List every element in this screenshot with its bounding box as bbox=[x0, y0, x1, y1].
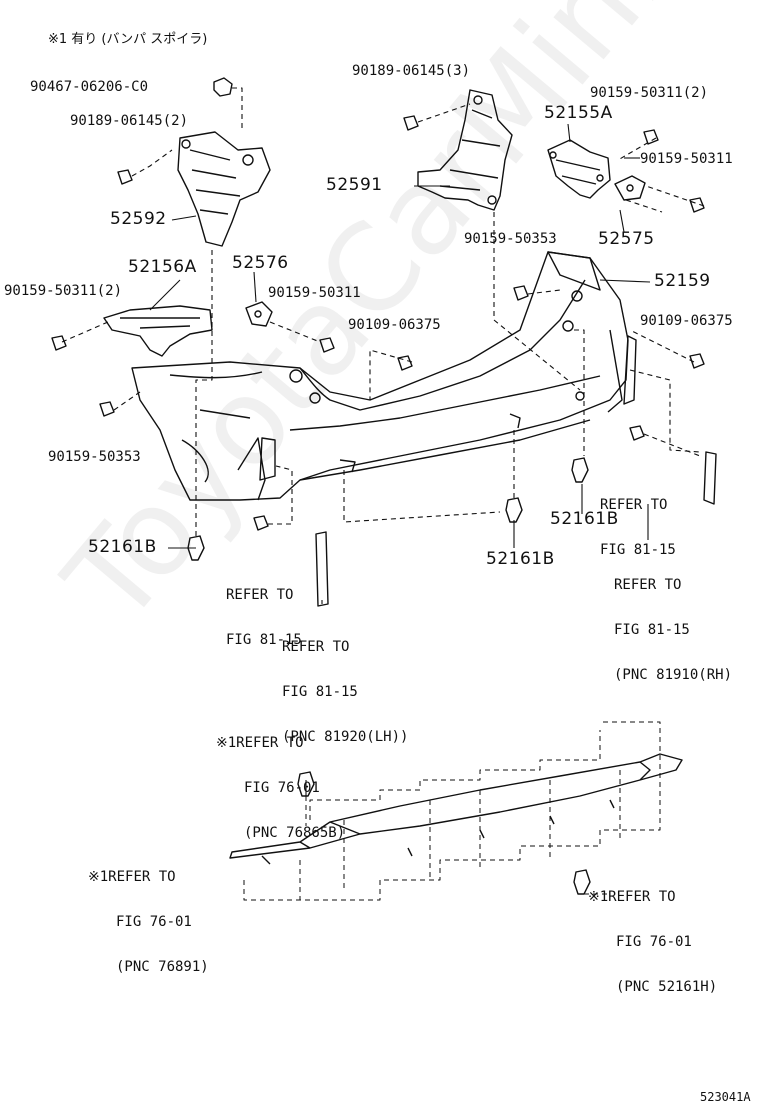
clip-52575 bbox=[614, 175, 646, 201]
ref-line: FIG 76-01 bbox=[244, 780, 320, 796]
ref-line: FIG 81-15 bbox=[600, 542, 676, 558]
ref-line: (PNC 81910(RH) bbox=[614, 667, 733, 683]
ref-line: REFER TO bbox=[600, 497, 668, 513]
refer-pnc-81920-lh[interactable]: REFER TO FIG 81-15 (PNC 81920(LH)) bbox=[282, 610, 408, 760]
label-52161B-mid[interactable]: 52161B bbox=[486, 549, 555, 569]
ref-line: REFER TO bbox=[282, 639, 350, 655]
bracket-52155A bbox=[547, 139, 611, 199]
label-52155A[interactable]: 52155A bbox=[544, 103, 613, 123]
label-52592[interactable]: 52592 bbox=[110, 209, 167, 229]
ref-line: (PNC 52161H) bbox=[616, 979, 718, 995]
label-52161B-left[interactable]: 52161B bbox=[88, 537, 157, 557]
ref-line: ※1REFER TO bbox=[88, 869, 176, 885]
label-52575[interactable]: 52575 bbox=[598, 229, 655, 249]
bracket-52592 bbox=[177, 131, 271, 247]
ref-line: (PNC 76891) bbox=[116, 959, 209, 975]
ref-line: FIG 81-15 bbox=[614, 622, 690, 638]
reflector-left bbox=[315, 531, 329, 607]
bumper-spoiler bbox=[229, 753, 683, 865]
label-90467-06206-C0[interactable]: 90467-06206-C0 bbox=[30, 79, 149, 95]
label-90159-50311-right[interactable]: 90159-50311 bbox=[640, 151, 733, 167]
leader-lines bbox=[61, 87, 705, 536]
ref-line: ※1REFER TO bbox=[588, 889, 676, 905]
reflector-right bbox=[703, 451, 717, 505]
label-90159-50353-left[interactable]: 90159-50353 bbox=[48, 449, 141, 465]
ref-line: REFER TO bbox=[226, 587, 294, 603]
label-52591[interactable]: 52591 bbox=[326, 175, 383, 195]
refer-pnc-76891[interactable]: ※1REFER TO FIG 76-01 (PNC 76891) bbox=[88, 840, 209, 990]
ref-line: (PNC 81920(LH)) bbox=[282, 729, 409, 745]
ref-line: FIG 81-15 bbox=[226, 632, 302, 648]
label-52159[interactable]: 52159 bbox=[654, 271, 711, 291]
bracket-52591 bbox=[417, 89, 513, 211]
label-90189-06145-3[interactable]: 90189-06145(3) bbox=[352, 63, 471, 79]
ref-line: REFER TO bbox=[614, 577, 682, 593]
ref-line: (PNC 76865B) bbox=[244, 825, 346, 841]
spoiler-phantom bbox=[243, 721, 661, 901]
label-leaders bbox=[149, 123, 651, 796]
label-90159-50353-top[interactable]: 90159-50353 bbox=[464, 231, 557, 247]
refer-fig-81-15-a[interactable]: REFER TO FIG 81-15 bbox=[226, 558, 302, 663]
refer-pnc-81910-rh[interactable]: REFER TO FIG 81-15 (PNC 81910(RH) bbox=[614, 548, 732, 698]
diagram-id: 523041A bbox=[700, 1090, 751, 1104]
note-top: ※1 有り (バンパ スポイラ) bbox=[48, 32, 208, 47]
label-90109-06375-right[interactable]: 90109-06375 bbox=[640, 313, 733, 329]
label-90159-50311-2-left[interactable]: 90159-50311(2) bbox=[4, 283, 123, 299]
ref-line: FIG 81-15 bbox=[282, 684, 358, 700]
clip-52576 bbox=[245, 301, 273, 327]
label-52576[interactable]: 52576 bbox=[232, 253, 289, 273]
label-52161B-right[interactable]: 52161B bbox=[550, 509, 619, 529]
ref-line: FIG 76-01 bbox=[116, 914, 192, 930]
refer-fig-81-15-b[interactable]: REFER TO FIG 81-15 bbox=[600, 468, 676, 573]
bracket-52156A bbox=[103, 305, 213, 357]
rear-bumper-cover bbox=[131, 251, 637, 501]
refer-pnc-76865B[interactable]: ※1REFER TO FIG 76-01 (PNC 76865B) bbox=[216, 706, 345, 856]
ref-line: FIG 76-01 bbox=[616, 934, 692, 950]
label-52156A[interactable]: 52156A bbox=[128, 257, 197, 277]
refer-pnc-52161H[interactable]: ※1REFER TO FIG 76-01 (PNC 52161H) bbox=[588, 860, 717, 1010]
label-90109-06375-mid[interactable]: 90109-06375 bbox=[348, 317, 441, 333]
label-90159-50311-mid[interactable]: 90159-50311 bbox=[268, 285, 361, 301]
label-90189-06145-2[interactable]: 90189-06145(2) bbox=[70, 113, 189, 129]
label-90159-50311-2-top[interactable]: 90159-50311(2) bbox=[590, 85, 709, 101]
ref-line: ※1REFER TO bbox=[216, 735, 304, 751]
